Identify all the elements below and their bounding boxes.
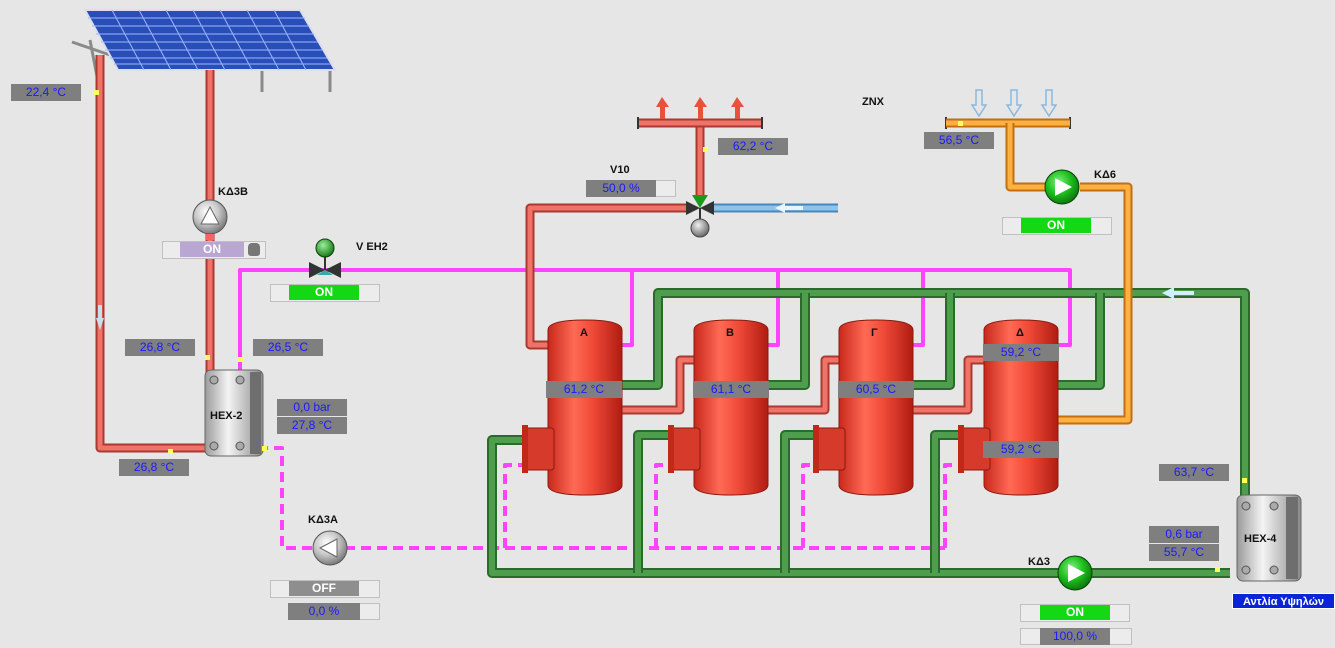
pump-kd3a-label: ΚΔ3Α xyxy=(308,514,338,526)
supply-temp-value: 62,2 °C xyxy=(718,138,788,155)
hand-icon[interactable] xyxy=(248,243,260,256)
valve-v10-label: V10 xyxy=(610,164,630,176)
kd3a-percent-value: 0,0 % xyxy=(288,603,360,620)
pump-kd3b-icon[interactable] xyxy=(192,199,228,240)
valve-veh2-label: V EH2 xyxy=(356,241,388,253)
hex4-in-temp-value: 63,7 °C xyxy=(1159,464,1229,481)
kd3b-status[interactable]: ON xyxy=(180,242,244,257)
tank-b-temp-value: 61,1 °C xyxy=(693,381,769,398)
solar-panel-icon xyxy=(71,9,337,93)
tank-b-label: Β xyxy=(726,327,734,339)
green-loop-pipes xyxy=(487,288,1250,578)
orange-loop-pipes xyxy=(946,118,1133,425)
hex2-label: HEX-2 xyxy=(210,410,243,422)
kd6-status[interactable]: ON xyxy=(1021,218,1091,233)
pump-kd3-icon[interactable] xyxy=(1057,555,1093,591)
heat-exchanger-icon[interactable] xyxy=(1236,494,1302,582)
tank-a-temp-value: 61,2 °C xyxy=(546,381,622,398)
hex2-in-right-value: 26,5 °C xyxy=(253,339,323,356)
hex4-pressure-value: 0,6 bar xyxy=(1149,526,1219,543)
cold-in-arrow-icon xyxy=(970,89,1058,118)
hex2-temp-value: 27,8 °C xyxy=(277,417,347,434)
tank-g-temp-value: 60,5 °C xyxy=(838,381,914,398)
flow-arrow-left-icon xyxy=(1162,287,1194,299)
flow-arrow-down-icon xyxy=(98,305,102,320)
collector-temp-value: 22,4 °C xyxy=(11,84,81,101)
pump-kd3b-label: ΚΔ3Β xyxy=(218,186,248,198)
hex2-out-value: 26,8 °C xyxy=(119,459,189,476)
pump-kd3a-icon[interactable] xyxy=(312,530,348,566)
v10-percent-value: 50,0 % xyxy=(586,180,656,197)
tank-d-bottom-value: 59,2 °C xyxy=(983,441,1059,458)
znx-label: ZNX xyxy=(862,96,884,108)
tank-interconnect-pipes xyxy=(525,118,985,415)
tank-d-top-value: 59,2 °C xyxy=(983,344,1059,361)
hex4-label: HEX-4 xyxy=(1244,533,1277,545)
sensor-markers xyxy=(94,90,1247,572)
pump-kd3-label: ΚΔ3 xyxy=(1028,556,1050,568)
hex4-temp-value: 55,7 °C xyxy=(1149,544,1219,561)
znx-temp-value: 56,5 °C xyxy=(924,132,994,149)
pump-kd6-icon[interactable] xyxy=(1044,169,1080,205)
heat-exchanger-icon[interactable] xyxy=(204,369,264,457)
tank-g-label: Γ xyxy=(871,327,878,339)
flow-arrow-left-icon xyxy=(775,203,803,213)
heat-out-arrow-icon xyxy=(656,97,744,119)
valve-v10-icon[interactable] xyxy=(686,195,714,238)
storage-tank-icon xyxy=(668,319,769,496)
kd3-percent-value: 100,0 % xyxy=(1040,628,1110,645)
veh2-status[interactable]: ON xyxy=(289,285,359,300)
tank-d-label: Δ xyxy=(1016,327,1024,339)
storage-tank-icon xyxy=(522,319,623,496)
high-pump-button[interactable]: Αντλία Υψηλών xyxy=(1232,593,1335,609)
pump-kd6-label: ΚΔ6 xyxy=(1094,169,1116,181)
kd3-status[interactable]: ON xyxy=(1040,605,1110,620)
flow-arrow-down-icon xyxy=(96,318,104,330)
storage-tank-icon xyxy=(813,319,914,496)
tank-a-label: Α xyxy=(580,327,588,339)
valve-veh2-icon[interactable] xyxy=(309,238,341,278)
hex2-pressure-value: 0,0 bar xyxy=(277,399,347,416)
hex2-in-left-value: 26,8 °C xyxy=(125,339,195,356)
kd3a-status[interactable]: OFF xyxy=(289,581,359,596)
